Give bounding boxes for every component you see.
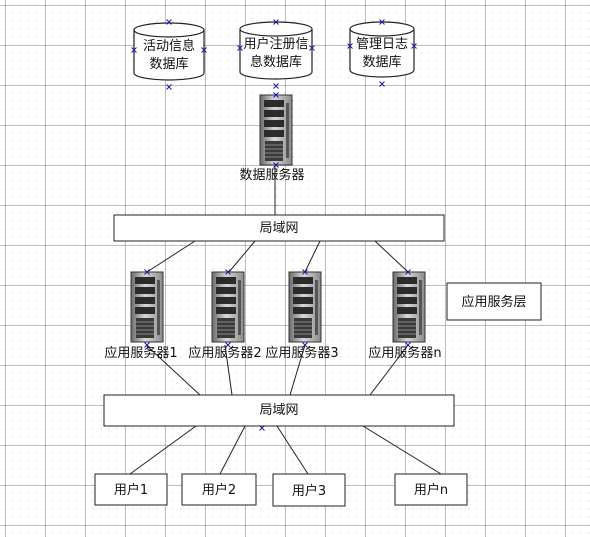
app-server-2-icon (211, 271, 245, 343)
connector-lan-appn (374, 240, 409, 273)
database-user-registration[interactable]: 用户注册信 息数据库 (239, 21, 313, 80)
data-server-icon (259, 94, 293, 166)
app-server-n[interactable]: 应用服务器n (368, 271, 442, 361)
app-layer-label: 应用服务层 (461, 294, 526, 310)
connection-handle-icon (144, 269, 150, 275)
user-3[interactable]: 用户3 (272, 473, 346, 507)
connection-handle-icon (411, 43, 417, 49)
app-server-2[interactable]: 应用服务器2 (188, 271, 262, 361)
connection-handle-icon (225, 342, 231, 348)
connection-handle-icon (273, 162, 279, 168)
connection-handle-icon (347, 43, 353, 49)
connection-handle-icon (144, 342, 150, 348)
database-activity-info[interactable]: 活动信息 数据库 (133, 22, 205, 81)
connection-handle-icon (131, 47, 137, 53)
connection-handle-icon (302, 342, 308, 348)
connection-handle-icon (166, 84, 172, 90)
lan-bottom-label: 局域网 (259, 403, 298, 418)
database-admin-log-line1: 管理日志 (356, 37, 408, 52)
connector-app2-lan (224, 344, 233, 396)
connection-handle-icon (309, 45, 315, 51)
database-admin-log[interactable]: 管理日志 数据库 (349, 21, 415, 78)
app-server-2-label: 应用服务器2 (188, 345, 261, 361)
app-server-3-label: 应用服务器3 (265, 345, 338, 361)
app-server-1-label: 应用服务器1 (104, 345, 177, 361)
connection-handle-icon (259, 425, 265, 431)
lan-bottom[interactable]: 局域网 (103, 394, 455, 427)
connector-app3-lan (289, 344, 306, 396)
data-server-label: 数据服务器 (239, 167, 304, 183)
connector-lan-app3 (304, 240, 321, 273)
user-2-label: 用户2 (202, 482, 236, 498)
connector-lan-usern (362, 425, 442, 475)
connector-appn-lan (369, 344, 409, 396)
user-1-label: 用户1 (114, 482, 148, 498)
app-server-n-label: 应用服务器n (368, 345, 441, 361)
database-user-registration-line2: 息数据库 (250, 54, 302, 70)
user-1[interactable]: 用户1 (94, 473, 168, 506)
app-server-3[interactable]: 应用服务器3 (265, 271, 339, 361)
connection-handle-icon (201, 47, 207, 53)
app-server-1-icon (130, 271, 164, 343)
connector-lan-user1 (129, 425, 197, 475)
connection-handle-icon (273, 92, 279, 98)
user-n-label: 用户n (414, 482, 448, 498)
user-2[interactable]: 用户2 (181, 473, 257, 506)
connection-handle-icon (379, 19, 385, 25)
connection-handle-icon (225, 269, 231, 275)
database-activity-info-line1: 活动信息 (143, 38, 195, 54)
connector-lan-user3 (276, 425, 309, 475)
connection-handle-icon (237, 45, 243, 51)
connection-handle-icon (166, 19, 172, 25)
connection-handle-icon (405, 269, 411, 275)
connection-handle-icon (405, 342, 411, 348)
connector-lan-app1 (146, 240, 196, 273)
connection-handle-icon (273, 83, 279, 89)
connection-handle-icon (302, 269, 308, 275)
connector-lan-app2 (228, 240, 256, 273)
connector-lan-user2 (219, 425, 246, 475)
app-server-1[interactable]: 应用服务器1 (104, 271, 178, 361)
database-activity-info-line2: 数据库 (149, 56, 188, 72)
user-n[interactable]: 用户n (394, 473, 468, 506)
connection-handle-icon (273, 19, 279, 25)
lan-top[interactable]: 局域网 (113, 214, 445, 242)
app-layer-box[interactable]: 应用服务层 (446, 282, 542, 321)
lan-top-label: 局域网 (259, 221, 298, 236)
data-server[interactable]: 数据服务器 (239, 94, 305, 183)
database-admin-log-line2: 数据库 (362, 54, 401, 70)
app-server-n-icon (392, 271, 426, 343)
app-server-3-icon (288, 271, 322, 343)
database-user-registration-line1: 用户注册信 (243, 36, 308, 52)
selection-handles (131, 19, 417, 431)
user-3-label: 用户3 (292, 483, 326, 499)
connector-app1-lan (145, 344, 201, 396)
connection-handle-icon (379, 81, 385, 87)
